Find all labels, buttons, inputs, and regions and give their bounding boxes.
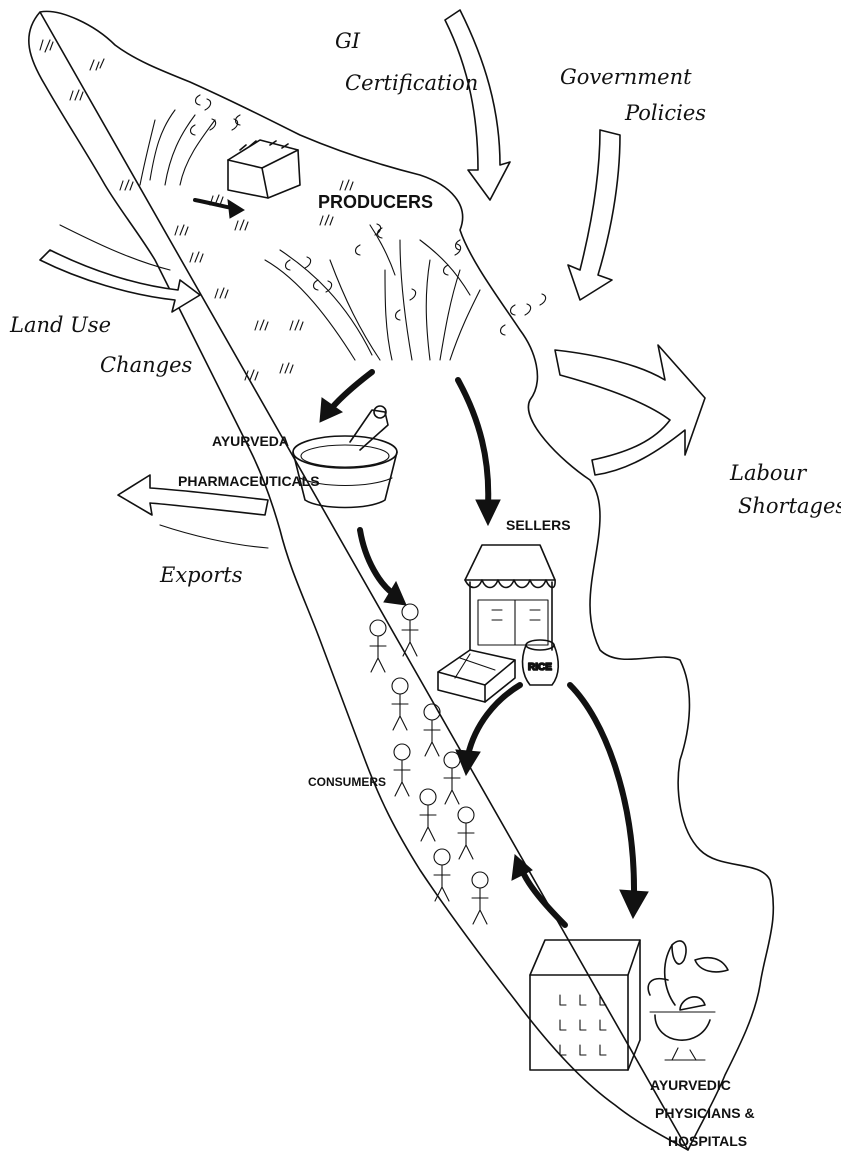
gi-label-line2: Certification: [345, 71, 478, 95]
labour-label-line1: Labour: [729, 461, 808, 485]
physicians-label-line1: AYURVEDIC: [650, 1077, 731, 1093]
pharma-label-line1: AYURVEDA: [212, 433, 289, 449]
pharma-label-line2: PHARMACEUTICALS: [178, 473, 320, 489]
label-exports: Exports: [159, 563, 243, 587]
rice-sack-icon: RICE: [523, 640, 559, 685]
government-policies-arrow: [568, 130, 620, 300]
label-producers: PRODUCERS: [318, 192, 433, 212]
gi-label-line1: GI: [335, 29, 361, 53]
building-icon: [530, 940, 640, 1070]
mortar-pestle-icon: [293, 406, 397, 508]
labour-shortages-arrow: [555, 345, 705, 475]
label-government-policies: Government Policies: [560, 65, 706, 125]
herb-bowl-icon: [648, 941, 728, 1060]
label-sellers: SELLERS: [506, 517, 571, 533]
hut-icon: [228, 140, 300, 198]
gi-certification-arrow: [445, 10, 510, 200]
field-to-hut-arrow: [195, 200, 244, 218]
labour-label-line2: Shortages: [738, 494, 841, 518]
physicians-label-line3: HOSPITALS: [668, 1133, 747, 1149]
land-label-line1: Land Use: [9, 313, 111, 337]
label-land-use-changes: Land Use Changes: [9, 313, 193, 377]
land-use-changes-arrow: [40, 225, 200, 312]
gov-label-line2: Policies: [624, 101, 706, 125]
physicians-label-line2: PHYSICIANS &: [655, 1105, 755, 1121]
land-label-line2: Changes: [100, 353, 193, 377]
label-consumers: CONSUMERS: [308, 775, 386, 789]
gov-label-line1: Government: [560, 65, 692, 89]
shop-icon: [465, 545, 555, 650]
rice-label: RICE: [528, 662, 552, 673]
label-ayurveda-pharmaceuticals: AYURVEDA PHARMACEUTICALS: [178, 433, 320, 489]
label-labour-shortages: Labour Shortages: [729, 461, 841, 518]
